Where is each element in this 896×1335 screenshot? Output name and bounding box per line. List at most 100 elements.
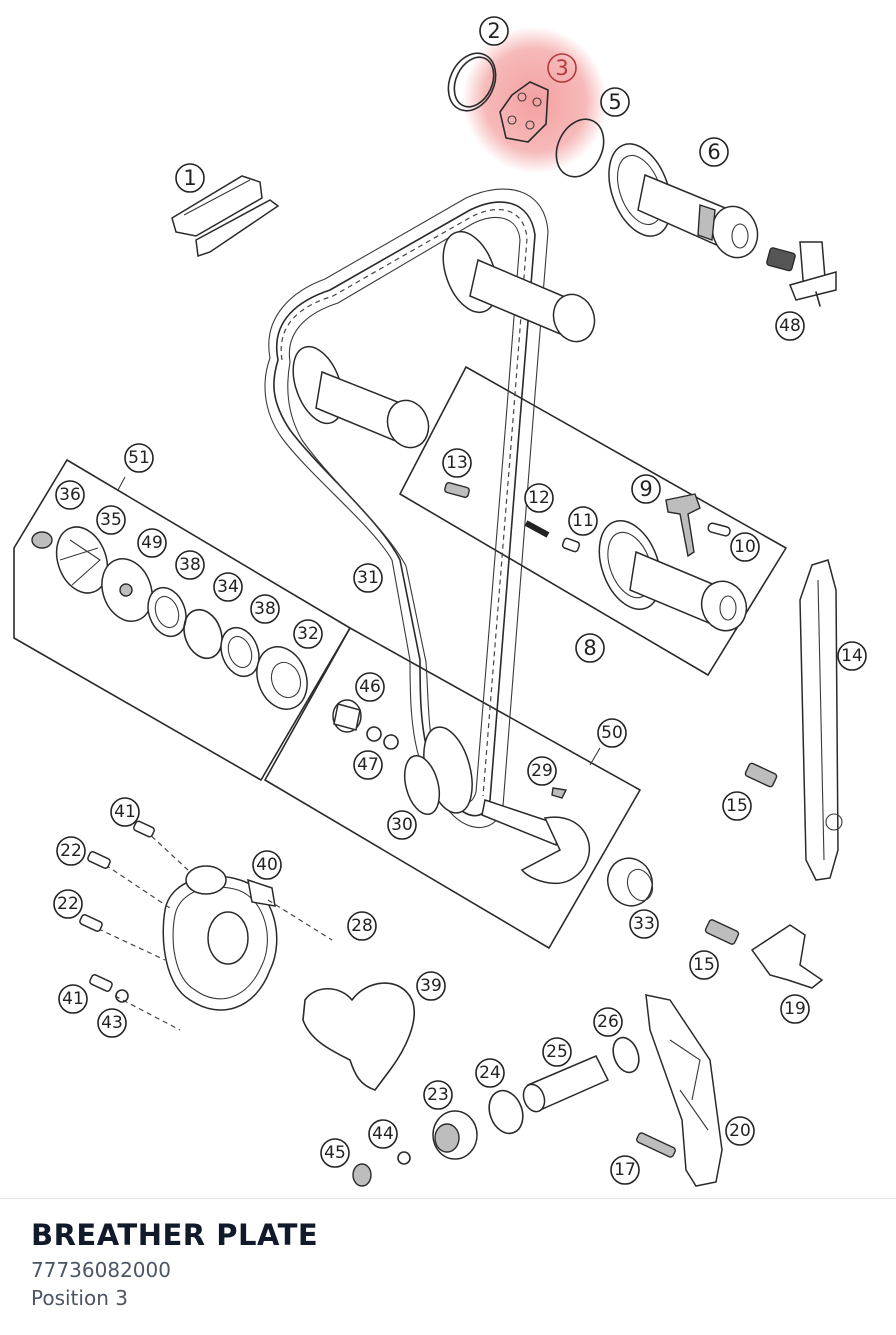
bolts-22-41: [79, 820, 333, 1031]
callout-29[interactable]: 29: [527, 756, 557, 786]
svg-text:17: 17: [614, 1160, 636, 1180]
part-26-o-ring: [612, 1036, 640, 1074]
camshaft-middle: [292, 345, 430, 449]
svg-text:46: 46: [359, 677, 381, 697]
svg-text:48: 48: [779, 316, 801, 336]
callout-40[interactable]: 40: [252, 850, 282, 880]
svg-text:47: 47: [357, 755, 379, 775]
callout-31[interactable]: 31: [353, 563, 383, 593]
callout-6[interactable]: 6: [699, 137, 729, 167]
svg-text:31: 31: [357, 568, 379, 588]
callout-38b[interactable]: 38: [250, 594, 280, 624]
svg-text:44: 44: [372, 1124, 394, 1144]
part-15-bolt-upper: [744, 762, 778, 788]
callout-25[interactable]: 25: [542, 1037, 572, 1067]
callout-20[interactable]: 20: [725, 1116, 755, 1146]
svg-text:28: 28: [351, 916, 373, 936]
group-50-parts: [332, 699, 590, 884]
callout-50[interactable]: 50: [597, 718, 627, 748]
callout-19[interactable]: 19: [780, 994, 810, 1024]
callout-48[interactable]: 48: [775, 311, 805, 341]
svg-text:43: 43: [101, 1013, 123, 1033]
callout-32[interactable]: 32: [293, 619, 323, 649]
callout-9[interactable]: 9: [631, 474, 661, 504]
part-14-guide-rail: [799, 559, 843, 881]
svg-text:30: 30: [391, 815, 413, 835]
part-45-plug: [352, 1163, 372, 1187]
callout-13[interactable]: 13: [442, 448, 472, 478]
svg-text:41: 41: [62, 989, 84, 1009]
part-33-needle-bearing: [607, 857, 654, 907]
svg-text:50: 50: [601, 723, 623, 743]
part-position: Position 3: [31, 1286, 128, 1310]
callout-23[interactable]: 23: [423, 1080, 453, 1110]
callout-34[interactable]: 34: [213, 572, 243, 602]
callout-22a[interactable]: 22: [56, 836, 86, 866]
callout-2[interactable]: 2: [479, 16, 509, 46]
part-2-circlip: [447, 52, 497, 112]
group-51-parts: [31, 526, 308, 710]
svg-text:10: 10: [734, 537, 756, 557]
svg-text:24: 24: [479, 1063, 501, 1083]
callout-5[interactable]: 5: [600, 87, 630, 117]
part-6-camshaft: [608, 143, 759, 259]
callout-35[interactable]: 35: [96, 505, 126, 535]
callout-33[interactable]: 33: [629, 909, 659, 939]
svg-text:2: 2: [487, 19, 500, 43]
part-23-plug: [432, 1110, 478, 1160]
part-15-bolt-lower: [704, 919, 740, 945]
callout-38a[interactable]: 38: [175, 550, 205, 580]
callout-46[interactable]: 46: [355, 672, 385, 702]
part-info-panel: BREATHER PLATE 77736082000 Position 3: [31, 1214, 318, 1312]
part-40-pump-cover: [162, 865, 278, 1011]
callout-30[interactable]: 30: [387, 810, 417, 840]
part-44-washer: [397, 1151, 411, 1165]
part-9-lever: [665, 493, 701, 558]
part-48-sensor: [766, 241, 837, 307]
svg-text:35: 35: [100, 510, 122, 530]
callout-14[interactable]: 14: [837, 641, 867, 671]
svg-text:9: 9: [639, 477, 652, 501]
part-25-tensioner-pin: [522, 1055, 610, 1113]
part-5-o-ring: [555, 118, 605, 178]
group-frame-8: [399, 366, 787, 676]
callout-39[interactable]: 39: [416, 971, 446, 1001]
callout-47[interactable]: 47: [353, 750, 383, 780]
callout-3[interactable]: 3: [547, 53, 577, 83]
callout-28[interactable]: 28: [347, 911, 377, 941]
svg-text:51: 51: [128, 448, 150, 468]
part-3-breather-plate: [499, 81, 549, 143]
svg-text:3: 3: [555, 56, 568, 80]
part-10-pin: [707, 522, 731, 537]
svg-text:29: 29: [531, 761, 553, 781]
callout-26[interactable]: 26: [593, 1007, 623, 1037]
svg-text:32: 32: [297, 624, 319, 644]
callout-49[interactable]: 49: [137, 528, 167, 558]
callout-15a[interactable]: 15: [722, 791, 752, 821]
callout-24[interactable]: 24: [475, 1058, 505, 1088]
part-11-pin: [561, 537, 581, 553]
svg-text:13: 13: [446, 453, 468, 473]
callout-15b[interactable]: 15: [689, 950, 719, 980]
svg-text:11: 11: [572, 511, 594, 531]
callout-1[interactable]: 1: [175, 163, 205, 193]
highlight-part-3: [462, 26, 608, 174]
callout-10[interactable]: 10: [730, 532, 760, 562]
callout-36[interactable]: 36: [55, 480, 85, 510]
svg-text:15: 15: [726, 796, 748, 816]
callout-41b[interactable]: 41: [58, 984, 88, 1014]
callout-43[interactable]: 43: [97, 1008, 127, 1038]
leader-lines: [117, 476, 601, 766]
svg-text:5: 5: [608, 90, 621, 114]
svg-text:23: 23: [427, 1085, 449, 1105]
callout-11[interactable]: 11: [568, 506, 598, 536]
callout-17[interactable]: 17: [610, 1155, 640, 1185]
callout-51[interactable]: 51: [124, 443, 154, 473]
callout-12[interactable]: 12: [524, 483, 554, 513]
part-39-gasket: [302, 982, 415, 1091]
callout-44[interactable]: 44: [368, 1119, 398, 1149]
callout-45[interactable]: 45: [320, 1138, 350, 1168]
callout-8[interactable]: 8: [575, 633, 605, 663]
callout-41a[interactable]: 41: [110, 797, 140, 827]
callout-22b[interactable]: 22: [53, 889, 83, 919]
